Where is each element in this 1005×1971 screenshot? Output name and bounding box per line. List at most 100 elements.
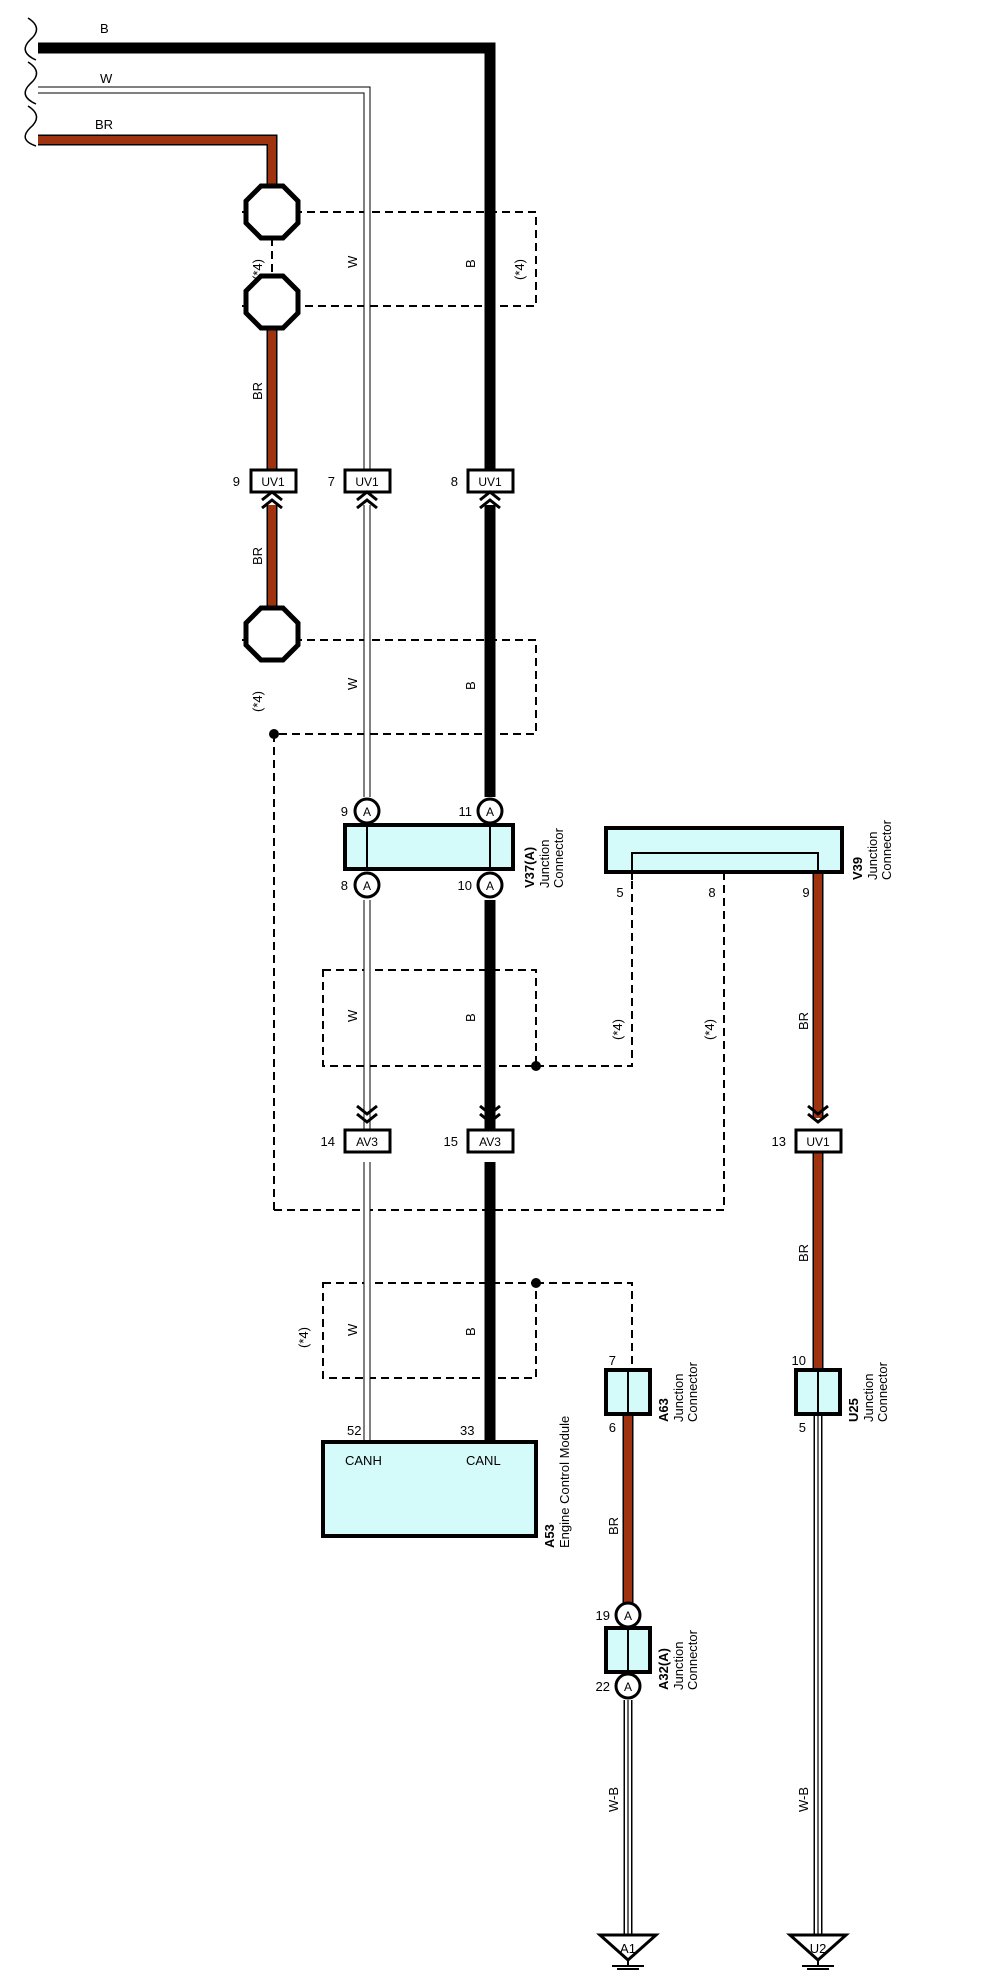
splice-octagon-2 bbox=[243, 273, 301, 331]
wire-label-b-ecm: B bbox=[463, 1327, 478, 1336]
svg-text:UV1: UV1 bbox=[261, 475, 285, 489]
svg-text:UV1: UV1 bbox=[355, 475, 379, 489]
wire-b-top bbox=[38, 42, 496, 487]
shield-v37-v39 bbox=[322, 969, 537, 1067]
connector-uv1-w: UV1 7 bbox=[328, 468, 392, 510]
svg-text:10: 10 bbox=[458, 878, 472, 893]
shield-lower-loop bbox=[274, 848, 725, 1211]
svg-text:7: 7 bbox=[609, 1353, 616, 1368]
svg-text:Connector: Connector bbox=[685, 1629, 700, 1690]
svg-text:UV1: UV1 bbox=[806, 1135, 830, 1149]
shield-note-upper-right: (*4) bbox=[512, 259, 527, 280]
svg-text:A: A bbox=[363, 879, 371, 893]
splice-octagon-1 bbox=[243, 183, 301, 241]
svg-text:8: 8 bbox=[451, 474, 458, 489]
shield-v39-link bbox=[536, 870, 633, 1067]
shield-note-ecm-left: (*4) bbox=[296, 1327, 311, 1348]
junction-a32: A A 19 22 A32(A) Junction Connector bbox=[596, 1601, 700, 1700]
wire-label-wb-u2: W-B bbox=[796, 1787, 811, 1812]
svg-text:5: 5 bbox=[799, 1420, 806, 1435]
svg-text:Connector: Connector bbox=[685, 1361, 700, 1422]
svg-text:A1: A1 bbox=[620, 1941, 636, 1956]
svg-text:A32(A): A32(A) bbox=[656, 1648, 671, 1690]
wire-label-w-mid2: W bbox=[345, 1009, 360, 1022]
connector-uv1-br: UV1 9 bbox=[233, 468, 298, 510]
junction-a63: 7 6 A63 Junction Connector bbox=[604, 1353, 700, 1435]
splice-octagon-3 bbox=[243, 605, 301, 663]
shield-mid bbox=[242, 639, 537, 735]
splice-dot bbox=[531, 1278, 541, 1288]
svg-text:15: 15 bbox=[444, 1134, 458, 1149]
shield-ecm bbox=[322, 1282, 537, 1379]
svg-text:V39: V39 bbox=[850, 857, 865, 880]
svg-text:14: 14 bbox=[321, 1134, 335, 1149]
wire-w-top-out bbox=[38, 86, 371, 487]
cut-mark-mid bbox=[24, 61, 38, 105]
svg-text:19: 19 bbox=[596, 1608, 610, 1623]
wire-label-w-mid: W bbox=[345, 677, 360, 690]
svg-text:A: A bbox=[486, 879, 494, 893]
svg-text:Engine Control Module: Engine Control Module bbox=[557, 1416, 572, 1548]
svg-text:A: A bbox=[486, 805, 494, 819]
wire-label-b-mid2: B bbox=[463, 1013, 478, 1022]
wire-label-wb-a1: W-B bbox=[606, 1787, 621, 1812]
splice-dot bbox=[269, 729, 279, 739]
svg-text:9: 9 bbox=[233, 474, 240, 489]
connector-av3-b: AV3 15 bbox=[444, 1104, 515, 1154]
shield-ecm-link bbox=[536, 1282, 633, 1376]
svg-text:U2: U2 bbox=[810, 1941, 827, 1956]
junction-u25: 10 5 U25 Junction Connector bbox=[792, 1353, 890, 1435]
svg-text:Junction: Junction bbox=[671, 1642, 686, 1690]
svg-text:22: 22 bbox=[596, 1679, 610, 1694]
shield-note-v39-right: (*4) bbox=[702, 1019, 717, 1040]
svg-text:Junction: Junction bbox=[861, 1374, 876, 1422]
wire-label-w-ecm: W bbox=[345, 1323, 360, 1336]
svg-text:Junction: Junction bbox=[671, 1374, 686, 1422]
svg-text:Junction: Junction bbox=[537, 840, 552, 888]
wire-label-w-top: W bbox=[100, 71, 113, 86]
svg-text:CANH: CANH bbox=[345, 1453, 382, 1468]
wire-label-br-a63: BR bbox=[606, 1517, 621, 1535]
wire-label-b-mid: B bbox=[463, 681, 478, 690]
connector-av3-w: AV3 14 bbox=[321, 1104, 392, 1154]
wire-label-br-uv1: BR bbox=[796, 1244, 811, 1262]
ground-u2-icon: U2 bbox=[786, 1933, 850, 1970]
ground-a1-icon: A1 bbox=[596, 1933, 660, 1970]
junction-v39: 5 8 9 V39 Junction Connector bbox=[604, 819, 894, 900]
svg-text:A: A bbox=[624, 1680, 632, 1694]
svg-text:AV3: AV3 bbox=[356, 1135, 378, 1149]
shield-note-mid-left: (*4) bbox=[250, 691, 265, 712]
svg-text:11: 11 bbox=[459, 804, 473, 819]
svg-text:Connector: Connector bbox=[551, 827, 566, 888]
engine-control-module: CANH CANL 52 33 A53 Engine Control Modul… bbox=[321, 1416, 572, 1548]
svg-text:A: A bbox=[624, 1609, 632, 1623]
shield-upper bbox=[242, 211, 537, 307]
wire-br-top-out bbox=[38, 134, 278, 212]
svg-text:33: 33 bbox=[460, 1423, 474, 1438]
cut-mark-bottom bbox=[24, 105, 38, 147]
svg-text:10: 10 bbox=[792, 1353, 806, 1368]
junction-v37: A A A A 9 11 8 10 V37(A) Junction Connec… bbox=[341, 797, 566, 899]
svg-text:Junction: Junction bbox=[865, 832, 880, 880]
wire-w-top-in bbox=[38, 87, 370, 487]
wire-label-br-v39: BR bbox=[796, 1012, 811, 1030]
svg-text:A63: A63 bbox=[656, 1398, 671, 1422]
svg-text:U25: U25 bbox=[846, 1398, 861, 1422]
svg-text:9: 9 bbox=[341, 804, 348, 819]
wire-label-w-upper: W bbox=[345, 255, 360, 268]
wire-br-top-in bbox=[38, 136, 276, 212]
svg-text:8: 8 bbox=[341, 878, 348, 893]
svg-text:Connector: Connector bbox=[879, 819, 894, 880]
svg-text:52: 52 bbox=[347, 1423, 361, 1438]
svg-text:7: 7 bbox=[328, 474, 335, 489]
wire-label-br-lower: BR bbox=[250, 547, 265, 565]
svg-text:A53: A53 bbox=[542, 1524, 557, 1548]
svg-text:5: 5 bbox=[616, 885, 623, 900]
shield-note-v39-left: (*4) bbox=[610, 1019, 625, 1040]
svg-text:6: 6 bbox=[609, 1420, 616, 1435]
svg-text:UV1: UV1 bbox=[478, 475, 502, 489]
connector-uv1-b: UV1 8 bbox=[451, 468, 515, 510]
svg-text:V37(A): V37(A) bbox=[522, 847, 537, 888]
wire-label-b-upper: B bbox=[463, 259, 478, 268]
